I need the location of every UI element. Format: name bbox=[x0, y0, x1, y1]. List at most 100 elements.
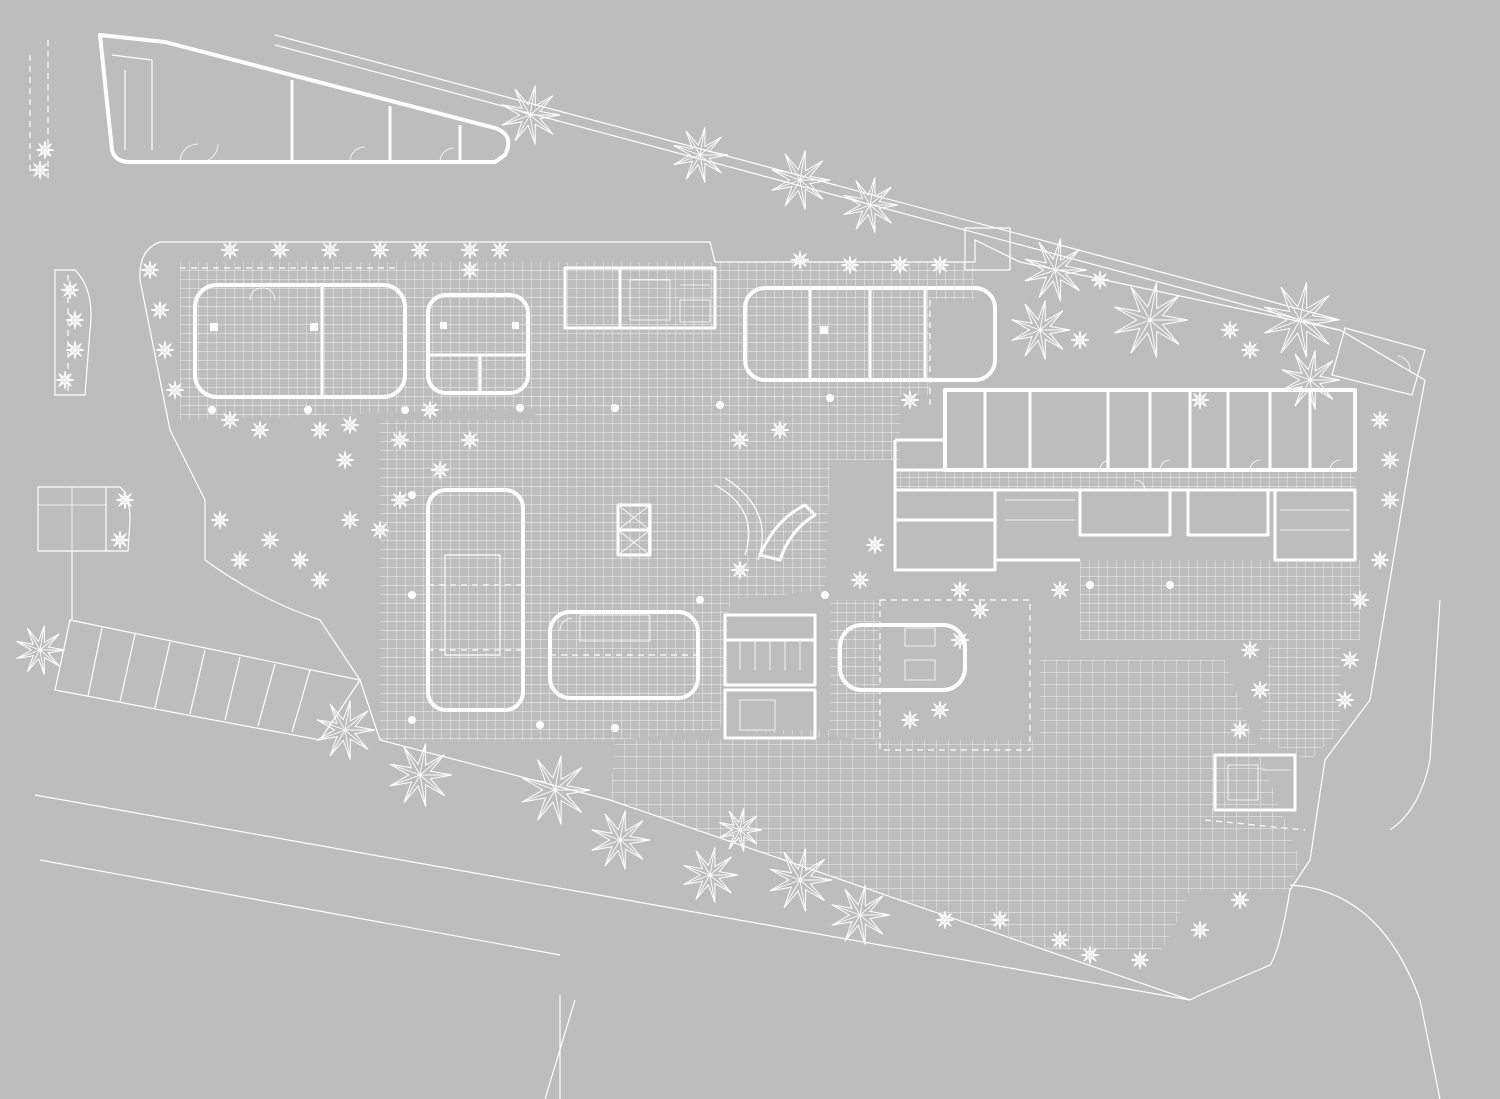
palm-tree-frond bbox=[1281, 320, 1300, 353]
palm-tree-frond bbox=[1300, 320, 1307, 357]
shrub-frond bbox=[314, 424, 320, 430]
shrub-frond bbox=[464, 434, 470, 440]
shrub-frond bbox=[1244, 644, 1250, 650]
shrub-frond bbox=[64, 290, 70, 296]
shrub-frond bbox=[69, 320, 75, 326]
shrub-frond bbox=[125, 500, 131, 506]
palm-tree-frond bbox=[502, 115, 530, 125]
shrub-frond bbox=[1374, 560, 1380, 566]
shrub-frond bbox=[860, 580, 866, 586]
shrub-frond bbox=[780, 430, 786, 436]
shrub-frond bbox=[1054, 584, 1060, 590]
shrub-frond bbox=[1090, 955, 1096, 961]
shrub-frond bbox=[324, 244, 330, 250]
shrub-frond bbox=[1374, 554, 1380, 560]
shrub-frond bbox=[380, 524, 386, 530]
shrub-frond bbox=[154, 304, 160, 310]
palm-tree-frond bbox=[538, 790, 556, 820]
shrub-frond bbox=[270, 534, 276, 540]
shrub-frond bbox=[224, 414, 230, 420]
shrub-frond bbox=[119, 500, 125, 506]
shrub-frond bbox=[434, 464, 440, 470]
shrub-frond bbox=[400, 434, 406, 440]
shrub-frond bbox=[1380, 420, 1386, 426]
palm-tree-frond bbox=[1310, 380, 1333, 399]
palm-tree-frond bbox=[832, 915, 860, 925]
palm-tree-frond bbox=[1025, 304, 1040, 330]
shrub-frond bbox=[230, 250, 236, 256]
shrub-frond bbox=[314, 580, 320, 586]
pavilion-west bbox=[180, 268, 405, 397]
shrub-frond bbox=[65, 374, 71, 380]
shrub-frond bbox=[1244, 344, 1250, 350]
shrub-frond bbox=[65, 380, 71, 386]
shrub-frond bbox=[494, 250, 500, 256]
palm-tree-frond bbox=[1282, 380, 1310, 390]
shrub-frond bbox=[69, 314, 75, 320]
palm-tree-frond bbox=[1310, 380, 1315, 410]
palm-tree bbox=[674, 127, 728, 182]
shrub-frond bbox=[1384, 500, 1390, 506]
shrub-frond bbox=[1200, 924, 1206, 930]
shrub-frond bbox=[1250, 650, 1256, 656]
shrub-frond bbox=[125, 494, 131, 500]
shrub-frond bbox=[844, 259, 850, 265]
shrub-frond bbox=[500, 250, 506, 256]
palm-tree-frond bbox=[1300, 320, 1329, 344]
shrub-frond bbox=[470, 270, 476, 276]
shrub-frond bbox=[740, 440, 746, 446]
shrub-frond bbox=[434, 470, 440, 476]
palm-tree bbox=[502, 86, 560, 145]
shrub-frond bbox=[910, 394, 916, 400]
shrub-frond bbox=[314, 430, 320, 436]
shrub-frond bbox=[350, 514, 356, 520]
shrub-frond bbox=[34, 164, 40, 170]
palm-tree-frond bbox=[1295, 380, 1310, 406]
palm-tree-frond bbox=[40, 634, 59, 650]
shrub-frond bbox=[464, 270, 470, 276]
pavilion-east bbox=[745, 288, 995, 410]
palm-tree-frond bbox=[1150, 283, 1157, 320]
shrub-frond bbox=[350, 520, 356, 526]
shrub-frond bbox=[1084, 949, 1090, 955]
palm-tree-frond bbox=[860, 915, 865, 945]
shrub-frond bbox=[374, 250, 380, 256]
shrub-frond bbox=[1060, 934, 1066, 940]
palm-tree-frond bbox=[1040, 330, 1063, 349]
shrub-frond bbox=[500, 244, 506, 250]
shrub-frond bbox=[374, 244, 380, 250]
palm-tree-frond bbox=[860, 915, 883, 934]
palm-tree-frond bbox=[1300, 296, 1329, 320]
palm-tree-frond bbox=[620, 840, 643, 859]
shrub-frond bbox=[345, 460, 351, 466]
shrub-frond bbox=[954, 640, 960, 646]
shrub-frond bbox=[740, 570, 746, 576]
shrub-frond bbox=[1350, 660, 1356, 666]
palm-tree bbox=[1012, 301, 1070, 360]
shrub-frond bbox=[1384, 460, 1390, 466]
palm-tree-frond bbox=[530, 115, 553, 134]
palm-tree-frond bbox=[605, 814, 620, 840]
shrub-frond bbox=[900, 259, 906, 265]
shrub-frond bbox=[1060, 590, 1066, 596]
shrub-frond bbox=[910, 720, 916, 726]
palm-tree-frond bbox=[770, 880, 800, 891]
shrub-frond bbox=[294, 560, 300, 566]
palm-tree-frond bbox=[785, 180, 800, 206]
palm-tree-frond bbox=[592, 840, 620, 850]
palm-tree-frond bbox=[684, 865, 710, 875]
shrub-frond bbox=[39, 150, 45, 156]
pavilion-courtyard-east bbox=[840, 600, 1030, 750]
shrub-frond bbox=[380, 530, 386, 536]
shrub-frond bbox=[394, 500, 400, 506]
shrub-frond bbox=[240, 554, 246, 560]
southeast-kiosk bbox=[1205, 755, 1305, 830]
shrub-frond bbox=[160, 304, 166, 310]
shrub-frond bbox=[150, 270, 156, 276]
shrub-frond bbox=[1054, 940, 1060, 946]
palm-tree-frond bbox=[40, 625, 44, 650]
shrub-frond bbox=[1240, 900, 1246, 906]
shrub-frond bbox=[1140, 954, 1146, 960]
landscape-planting bbox=[17, 86, 1400, 970]
palm-tree-frond bbox=[740, 830, 757, 844]
